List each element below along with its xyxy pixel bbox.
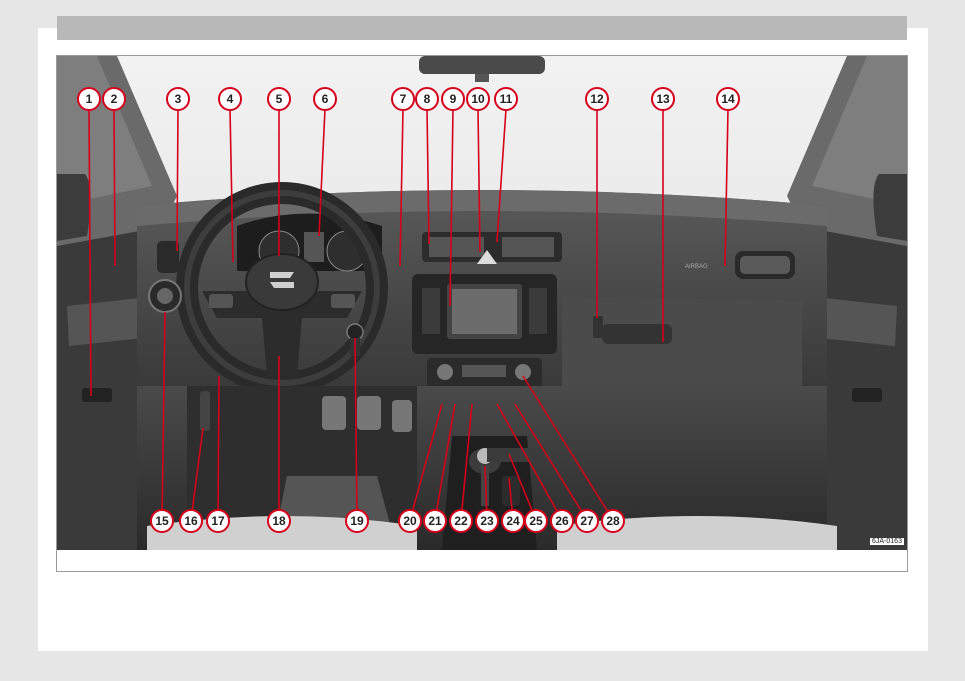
callout-number: 5 [276, 92, 283, 106]
callout-number: 19 [350, 514, 364, 528]
callout-number: 11 [500, 92, 513, 106]
callout-number: 23 [480, 514, 494, 528]
callout-25: 25 [525, 510, 547, 532]
callout-23: 23 [476, 510, 498, 532]
callout-number: 18 [272, 514, 286, 528]
callout-number: 7 [400, 92, 407, 106]
callout-22: 22 [450, 510, 472, 532]
callout-26: 26 [551, 510, 573, 532]
callout-6: 6 [314, 88, 336, 110]
callout-number: 12 [590, 92, 604, 106]
figure-code: 6JA-0163 [870, 538, 904, 545]
callout-7: 7 [392, 88, 414, 110]
callout-number: 25 [529, 514, 543, 528]
callout-21: 21 [424, 510, 446, 532]
callout-number: 8 [424, 92, 431, 106]
callout-20: 20 [399, 510, 421, 532]
callout-9: 9 [442, 88, 464, 110]
callout-number: 24 [506, 514, 520, 528]
callout-number: 14 [721, 92, 735, 106]
callout-19: 19 [346, 510, 368, 532]
callout-2: 2 [103, 88, 125, 110]
callout-number: 3 [175, 92, 182, 106]
callout-1: 1 [78, 88, 100, 110]
callout-number: 22 [454, 514, 468, 528]
callout-3: 3 [167, 88, 189, 110]
callout-15: 15 [151, 510, 173, 532]
callout-number: 26 [555, 514, 569, 528]
callout-number: 17 [211, 514, 225, 528]
callout-number: 16 [184, 514, 198, 528]
callout-number: 20 [403, 514, 417, 528]
callout-number: 21 [428, 514, 442, 528]
callout-16: 16 [180, 510, 202, 532]
callout-number: 9 [450, 92, 457, 106]
callout-number: 27 [580, 514, 594, 528]
callout-12: 12 [586, 88, 608, 110]
callout-11: 11 [495, 88, 517, 110]
callout-14: 14 [717, 88, 739, 110]
callout-4: 4 [219, 88, 241, 110]
callout-18: 18 [268, 510, 290, 532]
callout-number: 10 [471, 92, 485, 106]
callout-13: 13 [652, 88, 674, 110]
callout-27: 27 [576, 510, 598, 532]
callout-number: 13 [656, 92, 670, 106]
callout-number: 28 [606, 514, 620, 528]
callout-5: 5 [268, 88, 290, 110]
callout-17: 17 [207, 510, 229, 532]
callout-24: 24 [502, 510, 524, 532]
airbag-marking: AIRBAG [685, 264, 708, 270]
callout-number: 4 [227, 92, 234, 106]
callout-8: 8 [416, 88, 438, 110]
callout-10: 10 [467, 88, 489, 110]
callout-number: 6 [322, 92, 329, 106]
callout-28: 28 [602, 510, 624, 532]
callout-number: 2 [111, 92, 118, 106]
callout-number: 15 [155, 514, 169, 528]
page-header-bar [57, 16, 907, 40]
callout-number: 1 [86, 92, 93, 106]
